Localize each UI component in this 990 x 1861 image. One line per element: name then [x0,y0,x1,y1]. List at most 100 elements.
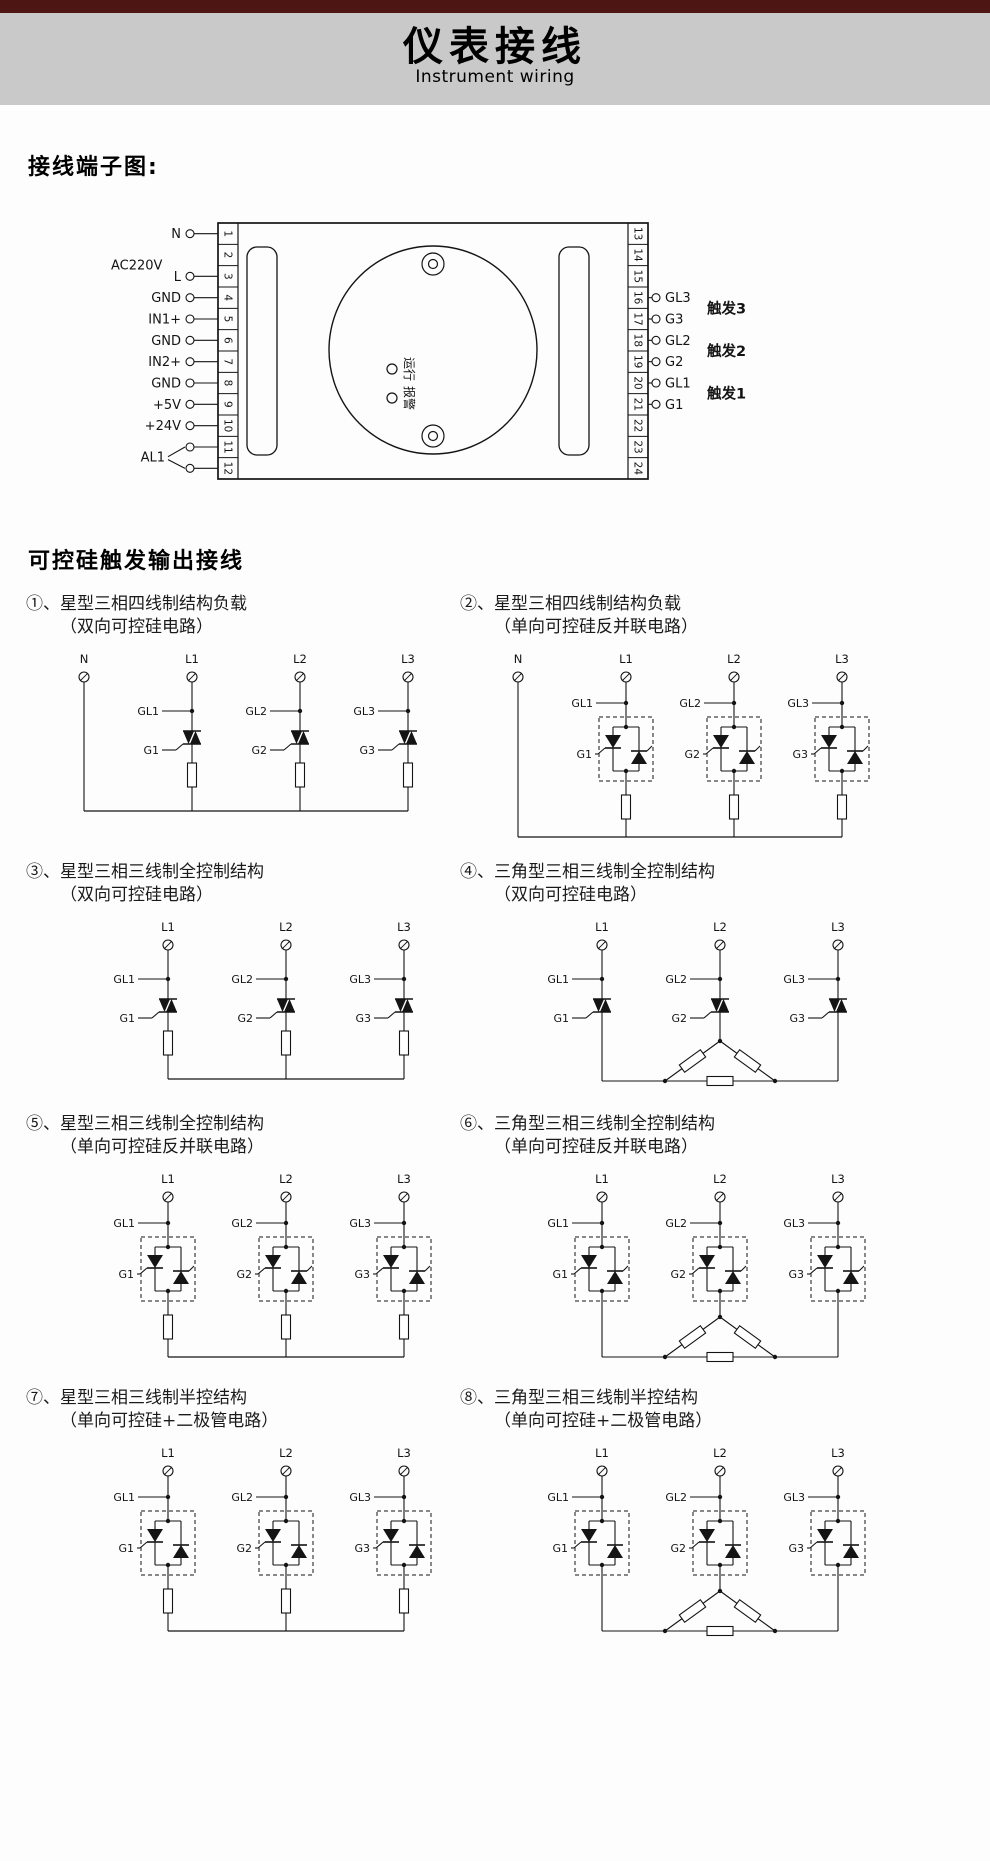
gl-label: GL1 [137,705,159,718]
g-label: G2 [684,748,700,761]
g-label: G2 [670,1268,686,1281]
gate-lead [809,1267,818,1275]
phase-terminal-slash [399,940,409,949]
phase-label: L2 [279,1446,293,1460]
thyristor-icon [581,1528,597,1542]
triac-icon [291,730,302,744]
circuit-caption-line1: ⑥、三角型三相三线制全控制结构 [460,1113,715,1134]
connector-block [246,246,278,456]
terminal-number: 17 [632,312,644,325]
gate-lead [151,1011,160,1019]
load-resistor-icon [706,1075,734,1086]
gl-label: GL1 [547,973,569,986]
terminal-number: 24 [632,462,644,476]
connector-block [558,246,590,456]
triac-icon [190,730,201,744]
phase-terminal-slash [715,1466,725,1475]
gate-lead [862,745,869,752]
phase-label: L1 [595,920,609,934]
diode-icon [607,1544,623,1558]
junction-dot [662,1354,668,1359]
phase-label: L3 [397,1446,411,1460]
gate-lead [691,1541,700,1548]
terminal-number: 19 [632,355,644,368]
gate-lead [375,1541,384,1548]
phase-terminal-slash [399,1466,409,1475]
gate-lead [691,1267,700,1275]
thyristor-icon [817,1254,833,1268]
gate-lead [139,1267,148,1275]
g-label: G2 [251,744,267,757]
triac-icon [600,998,611,1012]
g-label: G2 [236,1542,252,1555]
device-module-box [574,1510,630,1575]
gate-lead [188,1265,195,1272]
circuit-caption-line1: ⑧、三角型三相三线制半控结构 [460,1387,698,1408]
junction-dot [662,1628,668,1633]
terminal-pin-icon [651,399,661,409]
circuit-caption-line2: （双向可控硅电路） [60,884,213,905]
terminal-pin-icon [185,271,195,281]
g-label: G3 [359,744,375,757]
gl-label: GL3 [349,973,371,986]
device-module-box [140,1510,196,1575]
phase-label: L2 [713,1172,727,1186]
gl-label: GL2 [231,1491,253,1504]
load-resistor-icon [398,1587,410,1614]
gate-lead [754,745,761,752]
gate-lead [705,747,714,755]
device-module-box [692,1510,748,1575]
phase-terminal-slash [833,940,843,949]
junction-dot [283,1518,289,1523]
terminal-number: 14 [632,248,644,262]
device-module-box [598,716,654,782]
device-module-box [810,1236,866,1302]
gate-lead [257,1541,266,1548]
phase-label: L2 [713,920,727,934]
load-resistor-icon [706,1351,734,1362]
device-module-box [692,1236,748,1302]
phase-label: L1 [161,1172,175,1186]
diode-icon [725,1544,741,1558]
load-resistor-icon [733,1048,762,1073]
circuit-caption-line2: （单向可控硅+二极管电路） [494,1410,713,1431]
terminal-section-title: 接线端子图: [28,155,159,180]
phase-label: L1 [619,652,633,666]
phase-label: L1 [595,1446,609,1460]
gl-label: GL3 [349,1491,371,1504]
phase-terminal-slash [729,672,739,682]
device-module-box [258,1510,314,1575]
terminal-label: +24V [145,419,181,434]
gate-lead [573,1541,582,1548]
junction-dot [165,1518,171,1523]
indicator-led-icon [386,392,398,404]
load-resistor-icon [398,1314,410,1340]
gate-lead [646,745,653,752]
terminal-pin-icon [185,314,195,324]
g-label: G1 [118,1542,134,1555]
junction-dot [835,1518,841,1523]
phase-label: L3 [831,1172,845,1186]
terminal-number: 13 [632,227,644,240]
g-label: G3 [355,1012,371,1025]
terminal-number: 15 [632,270,644,283]
page-subtitle: Instrument wiring [415,67,575,87]
terminal-number: 3 [222,273,234,280]
gl-label: GL1 [547,1217,569,1230]
phase-terminal-slash [403,672,413,682]
load-resistor-icon [620,794,632,820]
terminal-pin-icon [651,293,661,303]
g-label: G1 [552,1542,568,1555]
mount-screw-icon [421,252,445,276]
terminal-number: 11 [222,440,234,453]
terminal-number: 22 [632,419,644,432]
terminal-pin-icon [651,378,661,388]
g-label: G3 [789,1012,805,1025]
junction-dot [717,1314,723,1319]
circuit-caption-line1: ②、星型三相四线制结构负载 [460,594,681,614]
